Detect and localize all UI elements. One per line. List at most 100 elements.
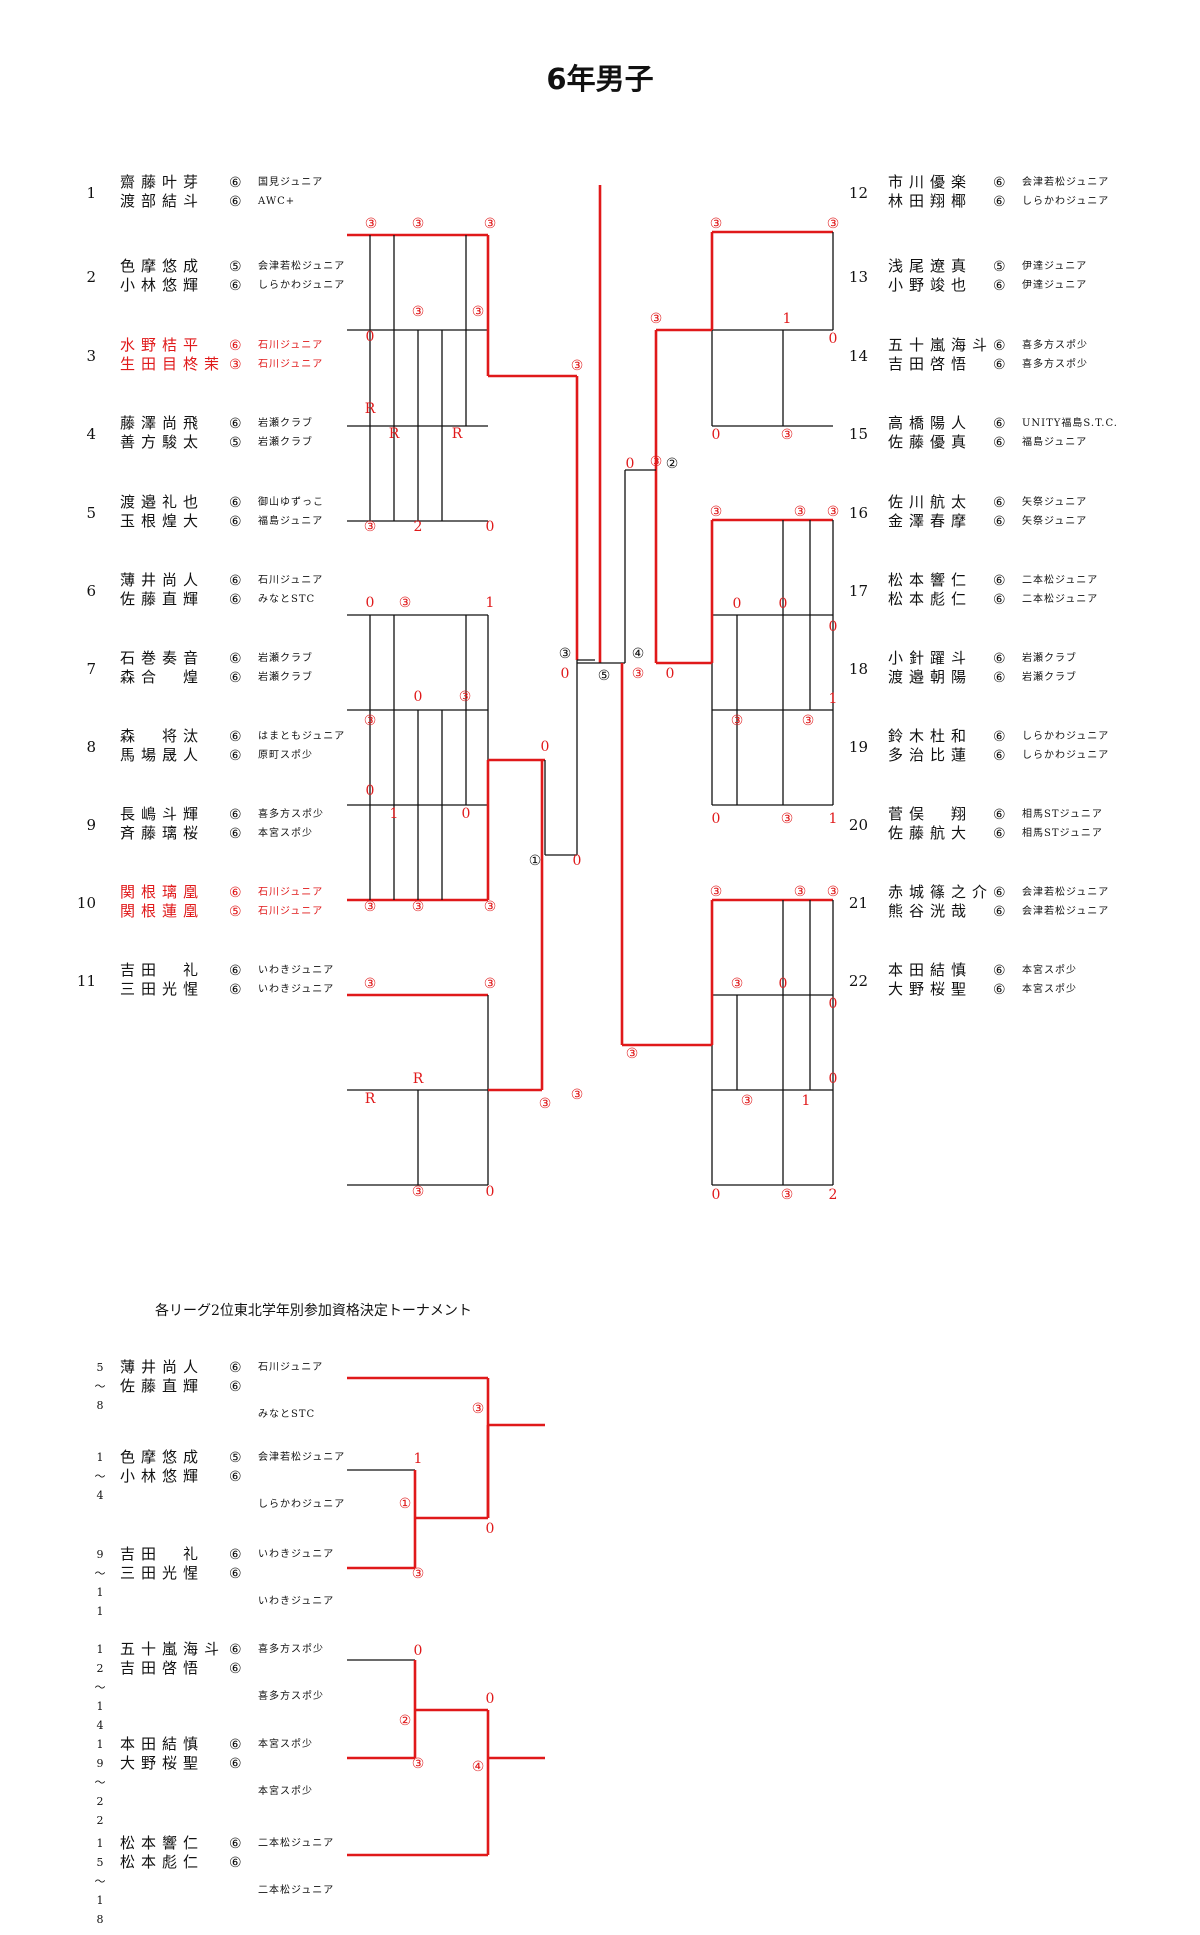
seed-number: 4 <box>86 425 96 443</box>
player-club: 会津若松ジュニア <box>258 1452 346 1463</box>
player-name: 渡部結斗 <box>120 192 205 210</box>
score-mark-62: ③ <box>631 666 645 682</box>
player-name: 五十嵐海斗 <box>120 1640 226 1658</box>
player-club: 会津若松ジュニア <box>258 261 346 272</box>
score-mark-18: 0 <box>365 783 375 799</box>
score-mark-64: ③ <box>709 884 723 900</box>
player-name: 藤澤尚飛 <box>120 414 205 432</box>
player-name: 松本響仁 <box>888 571 973 589</box>
score-mark-2: ③ <box>483 216 497 232</box>
seed-number: 7 <box>86 660 96 678</box>
seed-range: 1 〜 4 <box>94 1451 106 1502</box>
playoff-subtitle: 各リーグ2位東北学年別参加資格決定トーナメント <box>155 1303 472 1319</box>
score-mark-11: 0 <box>485 519 495 535</box>
score-mark-32: 0 <box>540 739 550 755</box>
player-name: 色摩悠成 <box>120 257 205 275</box>
player-name: 佐藤航大 <box>888 824 973 842</box>
player-club: しらかわジュニア <box>1022 731 1110 742</box>
player-grade: ⑥ <box>993 573 1006 589</box>
player-grade: ⑥ <box>993 194 1006 210</box>
player-name: 浅尾遼真 <box>888 257 973 275</box>
player-club: 岩瀬クラブ <box>1022 672 1077 683</box>
player-grade: ⑥ <box>993 357 1006 373</box>
player-grade: ⑥ <box>229 194 242 210</box>
player-grade: ⑥ <box>229 1756 242 1772</box>
player-grade: ⑥ <box>993 807 1006 823</box>
player-name: 関根蓮凰 <box>120 902 205 920</box>
player-name: 小針躍斗 <box>888 649 973 667</box>
seed-number: 12 <box>848 184 868 202</box>
player-club: 原町スポ少 <box>258 750 313 761</box>
seed-number: 9 <box>86 816 96 834</box>
score-mark-37: ① <box>528 853 542 869</box>
player-name: 赤城篠之介 <box>888 883 994 901</box>
player-club: 会津若松ジュニア <box>1022 887 1110 898</box>
score-mark-75: 2 <box>828 1187 838 1203</box>
player-name: 本田結慎 <box>888 961 973 979</box>
score-mark-30: 0 <box>485 1184 495 1200</box>
player-name: 生田目柊茉 <box>120 355 226 373</box>
player-club: しらかわジュニア <box>258 1499 346 1510</box>
player-grade: ⑥ <box>993 904 1006 920</box>
player-club: 相馬STジュニア <box>1022 828 1103 839</box>
playoff-score-3: 0 <box>485 1521 495 1537</box>
player-grade: ⑥ <box>229 1836 242 1852</box>
player-club: みなとSTC <box>258 594 316 605</box>
player-club: 矢祭ジュニア <box>1022 497 1088 508</box>
score-mark-70: ③ <box>740 1093 754 1109</box>
score-mark-73: 0 <box>711 1187 721 1203</box>
player-club: 石川ジュニア <box>258 340 324 351</box>
player-name: 五十嵐海斗 <box>888 336 994 354</box>
player-name: 多治比蓮 <box>888 746 973 764</box>
player-grade: ⑥ <box>229 495 242 511</box>
player-name: 松本彪仁 <box>120 1853 205 1871</box>
player-grade: ⑥ <box>229 826 242 842</box>
player-grade: ⑥ <box>229 573 242 589</box>
playoff-score-8: ③ <box>411 1756 425 1772</box>
player-grade: ⑥ <box>229 963 242 979</box>
score-mark-28: ③ <box>538 1096 552 1112</box>
seed-number: 15 <box>848 425 868 443</box>
score-mark-50: ③ <box>793 504 807 520</box>
score-mark-41: ③ <box>649 311 663 327</box>
playoff-score-9: ④ <box>471 1759 485 1775</box>
player-name: 吉田 礼 <box>120 961 205 979</box>
player-grade: ⑥ <box>993 748 1006 764</box>
player-grade: ⑥ <box>993 495 1006 511</box>
seed-number: 8 <box>86 738 96 756</box>
player-grade: ⑥ <box>229 1737 242 1753</box>
player-name: 小林悠輝 <box>120 1467 205 1485</box>
player-name: 石巻奏音 <box>120 649 205 667</box>
player-club: 本宮スポ少 <box>1022 984 1077 995</box>
player-club: 国見ジュニア <box>258 177 324 188</box>
player-name: 松本彪仁 <box>888 590 973 608</box>
player-name: 林田翔椰 <box>888 192 973 210</box>
player-club: 岩瀬クラブ <box>1022 653 1077 664</box>
player-name: 水野桔平 <box>120 336 205 354</box>
score-mark-22: ③ <box>411 899 425 915</box>
player-name: 佐藤直輝 <box>120 1377 205 1395</box>
player-grade: ⑥ <box>229 885 242 901</box>
player-club: 伊達ジュニア <box>1022 261 1088 272</box>
player-club: 石川ジュニア <box>258 575 324 586</box>
playoff-score-4: ③ <box>411 1566 425 1582</box>
score-mark-16: ③ <box>458 689 472 705</box>
player-grade: ⑥ <box>993 338 1006 354</box>
seed-number: 2 <box>86 268 96 286</box>
player-name: 大野桜聖 <box>888 980 973 998</box>
seed-number: 3 <box>86 347 96 365</box>
player-grade: ⑥ <box>229 1547 242 1563</box>
score-mark-6: R <box>364 401 376 417</box>
player-grade: ⑥ <box>229 514 242 530</box>
player-name: 薄井尚人 <box>120 571 205 589</box>
player-name: 長嶋斗輝 <box>120 805 205 823</box>
score-mark-36: 0 <box>560 666 570 682</box>
seed-number: 14 <box>848 347 868 365</box>
player-name: 馬場晟人 <box>120 746 205 764</box>
score-mark-23: ③ <box>483 899 497 915</box>
player-club: 二本松ジュニア <box>258 1838 335 1849</box>
seed-range: 1 2 〜 1 4 <box>94 1643 106 1732</box>
player-name: 薄井尚人 <box>120 1358 205 1376</box>
player-club: 福島ジュニア <box>1022 437 1088 448</box>
player-club: 二本松ジュニア <box>1022 594 1099 605</box>
